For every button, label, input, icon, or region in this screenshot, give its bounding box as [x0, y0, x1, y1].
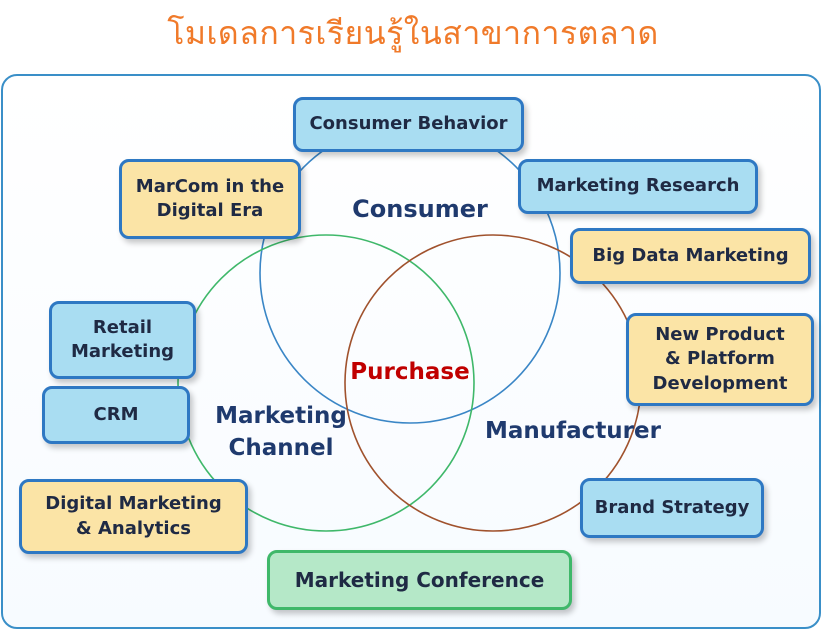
consumer-label: Consumer: [352, 195, 488, 223]
marketing-research-box: Marketing Research: [518, 159, 758, 214]
brand-strategy-box: Brand Strategy: [580, 478, 764, 538]
new-product-box: New Product & Platform Development: [626, 313, 814, 406]
crm-box: CRM: [42, 386, 190, 444]
page-title: โมเดลการเรียนรู้ในสาขาการตลาด: [167, 14, 659, 52]
digital-marketing-box: Digital Marketing & Analytics: [19, 479, 248, 554]
manufacturer-label: Manufacturer: [485, 418, 661, 444]
retail-marketing-box: Retail Marketing: [49, 301, 196, 379]
channel-circle: [177, 234, 475, 532]
purchase-label: Purchase: [350, 359, 470, 385]
channel-label: Marketing Channel: [215, 403, 347, 462]
big-data-box: Big Data Marketing: [570, 228, 811, 284]
consumer-behavior-box: Consumer Behavior: [293, 97, 524, 152]
marcom-box: MarCom in the Digital Era: [119, 159, 301, 239]
marketing-conference-box: Marketing Conference: [267, 550, 572, 610]
